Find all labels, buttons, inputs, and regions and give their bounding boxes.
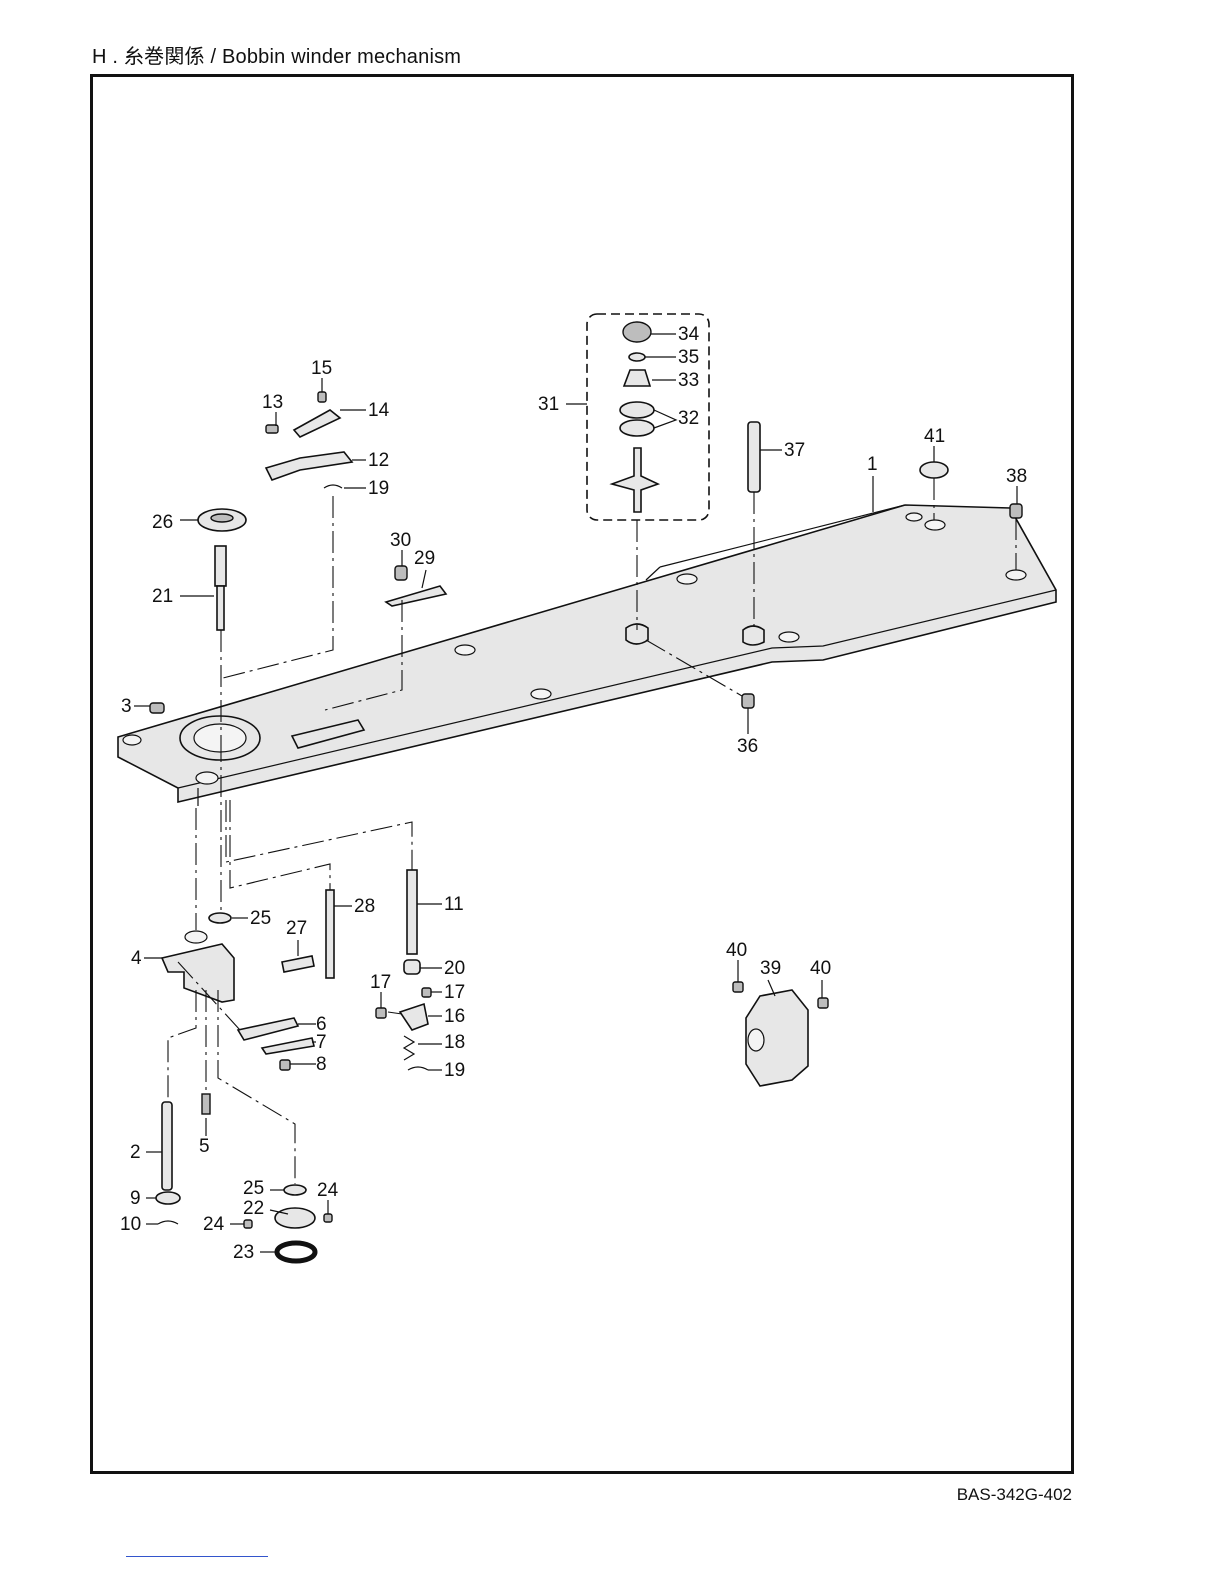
callout-23: 23 (233, 1242, 254, 1263)
callout-33: 33 (678, 370, 699, 391)
callout-5: 5 (199, 1136, 210, 1157)
callout-31: 31 (538, 394, 559, 415)
callout-35: 35 (678, 347, 699, 368)
callout-25: 25 (250, 908, 271, 929)
callout-numbers: 1 2 3 4 5 6 7 8 9 10 11 12 13 14 15 16 1… (120, 324, 1027, 1263)
callout-15: 15 (311, 358, 332, 379)
callout-1: 1 (867, 454, 878, 475)
callout-36: 36 (737, 736, 758, 757)
drawing-code: BAS-342G-402 (957, 1485, 1072, 1505)
callout-7: 7 (316, 1032, 327, 1053)
callout-8: 8 (316, 1054, 327, 1075)
callout-20: 20 (444, 958, 465, 979)
callout-28: 28 (354, 896, 375, 917)
callout-17: 17 (444, 982, 465, 1003)
page-title: H . 糸巻関係 / Bobbin winder mechanism (92, 40, 461, 69)
callout-21: 21 (152, 586, 173, 607)
callout-leaders (134, 334, 1017, 1252)
callout-11: 11 (444, 894, 464, 915)
callout-4: 4 (131, 948, 142, 969)
callout-40: 40 (726, 940, 747, 961)
footer-divider-line (126, 1556, 268, 1557)
callout-24: 24 (317, 1180, 339, 1201)
callout-32: 32 (678, 408, 699, 429)
callout-19: 19 (444, 1060, 465, 1081)
callout-10: 10 (120, 1214, 141, 1235)
base-plate-part (118, 505, 1056, 806)
callout-41: 41 (924, 426, 945, 447)
callout-27: 27 (286, 918, 307, 939)
callout-37: 37 (784, 440, 805, 461)
callout-39: 39 (760, 958, 781, 979)
callout-12: 12 (368, 450, 389, 471)
bobbin-winder-parts (150, 322, 1022, 1261)
callout-22: 22 (243, 1198, 264, 1219)
callout-29: 29 (414, 548, 435, 569)
callout-24: 24 (203, 1214, 225, 1235)
callout-38: 38 (1006, 466, 1027, 487)
callout-16: 16 (444, 1006, 465, 1027)
callout-17: 17 (370, 972, 391, 993)
callout-34: 34 (678, 324, 700, 345)
callout-2: 2 (130, 1142, 141, 1163)
callout-18: 18 (444, 1032, 465, 1053)
exploded-parts-diagram: 1 2 3 4 5 6 7 8 9 10 11 12 13 14 15 16 1… (90, 74, 1077, 1479)
callout-40: 40 (810, 958, 831, 979)
callout-19: 19 (368, 478, 389, 499)
callout-14: 14 (368, 400, 390, 421)
callout-9: 9 (130, 1188, 141, 1209)
callout-25: 25 (243, 1178, 264, 1199)
callout-13: 13 (262, 392, 283, 413)
callout-3: 3 (121, 696, 132, 717)
callout-30: 30 (390, 530, 411, 551)
callout-26: 26 (152, 512, 173, 533)
